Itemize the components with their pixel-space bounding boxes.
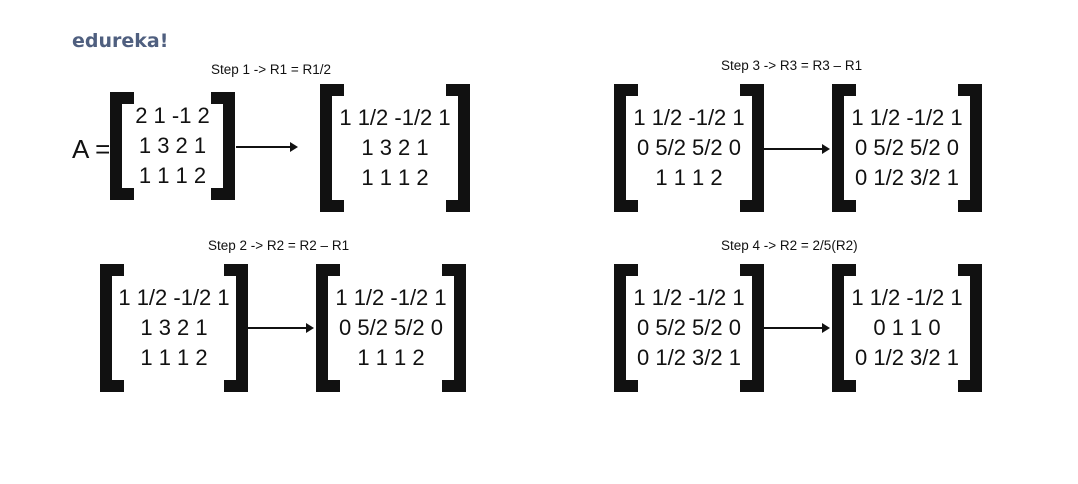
matrix-row: 1 1/2 -1/2 1 xyxy=(851,285,963,310)
matrix-row: 0 5/2 5/2 0 xyxy=(637,315,741,340)
matrix-row: 1 1/2 -1/2 1 xyxy=(851,105,963,130)
right-bracket xyxy=(740,84,764,212)
matrix-row: 1 1 1 2 xyxy=(361,165,429,190)
matrix-row: 1 1/2 -1/2 1 xyxy=(339,105,451,130)
step-4-input-matrix: 1 1/2 -1/2 1 0 5/2 5/2 0 0 1/2 3/2 1 xyxy=(614,264,764,392)
matrix-row: 1 1 1 2 xyxy=(140,345,208,370)
left-bracket xyxy=(614,84,638,212)
matrix-row: 2 1 -1 2 xyxy=(135,103,210,128)
left-bracket xyxy=(100,264,124,392)
step-3-label: Step 3 -> R3 = R3 – R1 xyxy=(721,58,863,73)
matrix-row: 1 3 2 1 xyxy=(361,135,429,160)
left-bracket xyxy=(832,84,856,212)
right-bracket xyxy=(224,264,248,392)
matrix-row: 0 1/2 3/2 1 xyxy=(637,345,741,370)
matrix-row: 1 1 1 2 xyxy=(655,165,723,190)
matrix-row: 1 1/2 -1/2 1 xyxy=(633,105,745,130)
matrix-row: 1 1 1 2 xyxy=(138,163,207,188)
left-bracket xyxy=(110,92,134,200)
matrix-row: 1 1/2 -1/2 1 xyxy=(633,285,745,310)
step-2-arrow xyxy=(248,323,314,333)
step-4-label: Step 4 -> R2 = 2/5(R2) xyxy=(721,238,858,253)
matrix-row: 0 1/2 3/2 1 xyxy=(855,165,959,190)
left-bracket xyxy=(320,84,344,212)
step-3-input-matrix: 1 1/2 -1/2 1 0 5/2 5/2 0 1 1 1 2 xyxy=(614,84,764,212)
left-bracket xyxy=(316,264,340,392)
step-2-label: Step 2 -> R2 = R2 – R1 xyxy=(208,238,350,253)
matrix-row: 1 1/2 -1/2 1 xyxy=(118,285,230,310)
right-bracket xyxy=(740,264,764,392)
left-bracket xyxy=(832,264,856,392)
step-2-input-matrix: 1 1/2 -1/2 1 1 3 2 1 1 1 1 2 xyxy=(100,264,248,392)
step-1-result-matrix: 1 1/2 -1/2 1 1 3 2 1 1 1 1 2 xyxy=(320,84,470,212)
step-3-arrow xyxy=(764,144,830,154)
step-1-label: Step 1 -> R1 = R1/2 xyxy=(211,62,332,77)
right-bracket xyxy=(446,84,470,212)
matrix-a-label: A = xyxy=(72,134,111,164)
matrix-row: 0 5/2 5/2 0 xyxy=(637,135,741,160)
step-2-result-matrix: 1 1/2 -1/2 1 0 5/2 5/2 0 1 1 1 2 xyxy=(316,264,466,392)
matrix-row: 1 3 2 1 xyxy=(138,133,207,158)
step-1-input-matrix: 2 1 -1 2 1 3 2 1 1 1 1 2 xyxy=(110,92,235,200)
left-bracket xyxy=(614,264,638,392)
step-4-arrow xyxy=(764,323,830,333)
step-1-arrow xyxy=(236,142,298,152)
matrix-row: 0 1/2 3/2 1 xyxy=(855,345,959,370)
matrix-row: 0 1 1 0 xyxy=(873,315,941,340)
matrix-row: 1 1/2 -1/2 1 xyxy=(335,285,447,310)
right-bracket xyxy=(211,92,235,200)
matrix-row: 0 5/2 5/2 0 xyxy=(855,135,959,160)
right-bracket xyxy=(958,264,982,392)
edureka-logo: edureka! xyxy=(72,30,169,52)
right-bracket xyxy=(958,84,982,212)
matrix-row: 0 5/2 5/2 0 xyxy=(339,315,443,340)
matrix-row: 1 3 2 1 xyxy=(140,315,208,340)
right-bracket xyxy=(442,264,466,392)
step-3-result-matrix: 1 1/2 -1/2 1 0 5/2 5/2 0 0 1/2 3/2 1 xyxy=(832,84,982,212)
step-4-result-matrix: 1 1/2 -1/2 1 0 1 1 0 0 1/2 3/2 1 xyxy=(832,264,982,392)
matrix-row: 1 1 1 2 xyxy=(357,345,425,370)
